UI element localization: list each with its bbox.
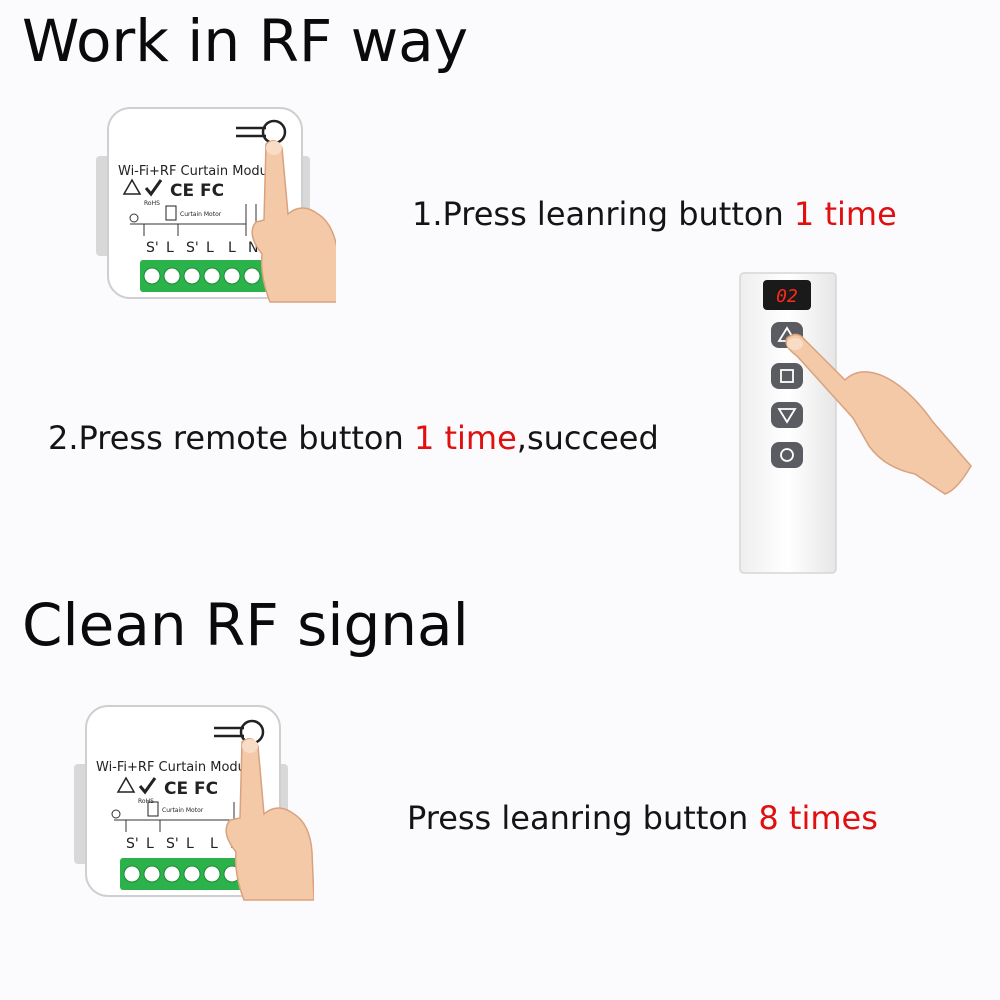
cycle-icon — [780, 448, 794, 462]
instruction-suffix: ,succeed — [516, 419, 659, 457]
terminal-label: L — [206, 240, 214, 256]
ce-fcc-marks: CE FC — [164, 779, 218, 799]
down-icon — [777, 408, 797, 424]
section-title-work: Work in RF way — [22, 7, 469, 75]
instruction-clean-step: Press leanring button 8 times — [407, 802, 878, 834]
motor-badge: Curtain Motor — [180, 211, 222, 218]
curtain-module-image: Wi-Fi+RF Curtain Module RoHS CE FC Curta… — [96, 104, 336, 304]
cycle-button[interactable] — [771, 442, 803, 468]
terminal-label: S' — [126, 836, 139, 852]
instruction-highlight: 8 times — [758, 799, 878, 837]
instruction-step-1: 1.Press leanring button 1 time — [412, 198, 897, 230]
module-label: Wi-Fi+RF Curtain Module — [96, 760, 258, 775]
rf-remote-image: 02 — [735, 268, 980, 578]
rohs-mark: RoHS — [144, 200, 160, 207]
terminal-label: L — [166, 240, 174, 256]
terminal-label: N — [248, 240, 258, 256]
instruction-highlight: 1 time — [793, 195, 897, 233]
module-label: Wi-Fi+RF Curtain Module — [118, 164, 280, 179]
instruction-text: 1.Press leanring button — [412, 195, 794, 233]
terminal-label: S' — [186, 240, 199, 256]
instruction-text: Press leanring button — [407, 799, 759, 837]
pointing-hand-icon — [251, 140, 336, 303]
stop-button[interactable] — [771, 363, 803, 389]
rohs-mark: RoHS — [138, 798, 154, 805]
terminal-label: L — [186, 836, 194, 852]
down-button[interactable] — [771, 402, 803, 428]
terminal-label: S' — [146, 240, 159, 256]
terminal-label: S' — [166, 836, 179, 852]
section-title-clean: Clean RF signal — [22, 591, 469, 659]
pointing-hand-icon — [785, 333, 972, 495]
terminal-label: L — [228, 240, 236, 256]
curtain-module-image: Wi-Fi+RF Curtain Module RoHS CE FC Curta… — [74, 702, 314, 902]
terminal-label: L — [210, 836, 218, 852]
stop-icon — [780, 369, 794, 383]
pointing-hand-icon — [225, 738, 314, 901]
instruction-text: 2.Press remote button — [48, 419, 414, 457]
remote-display: 02 — [776, 286, 798, 307]
instruction-step-2: 2.Press remote button 1 time,succeed — [48, 422, 659, 454]
ce-fcc-marks: CE FC — [170, 181, 224, 201]
motor-badge: Curtain Motor — [162, 807, 204, 814]
terminal-label: L — [146, 836, 154, 852]
instruction-highlight: 1 time — [413, 419, 517, 457]
